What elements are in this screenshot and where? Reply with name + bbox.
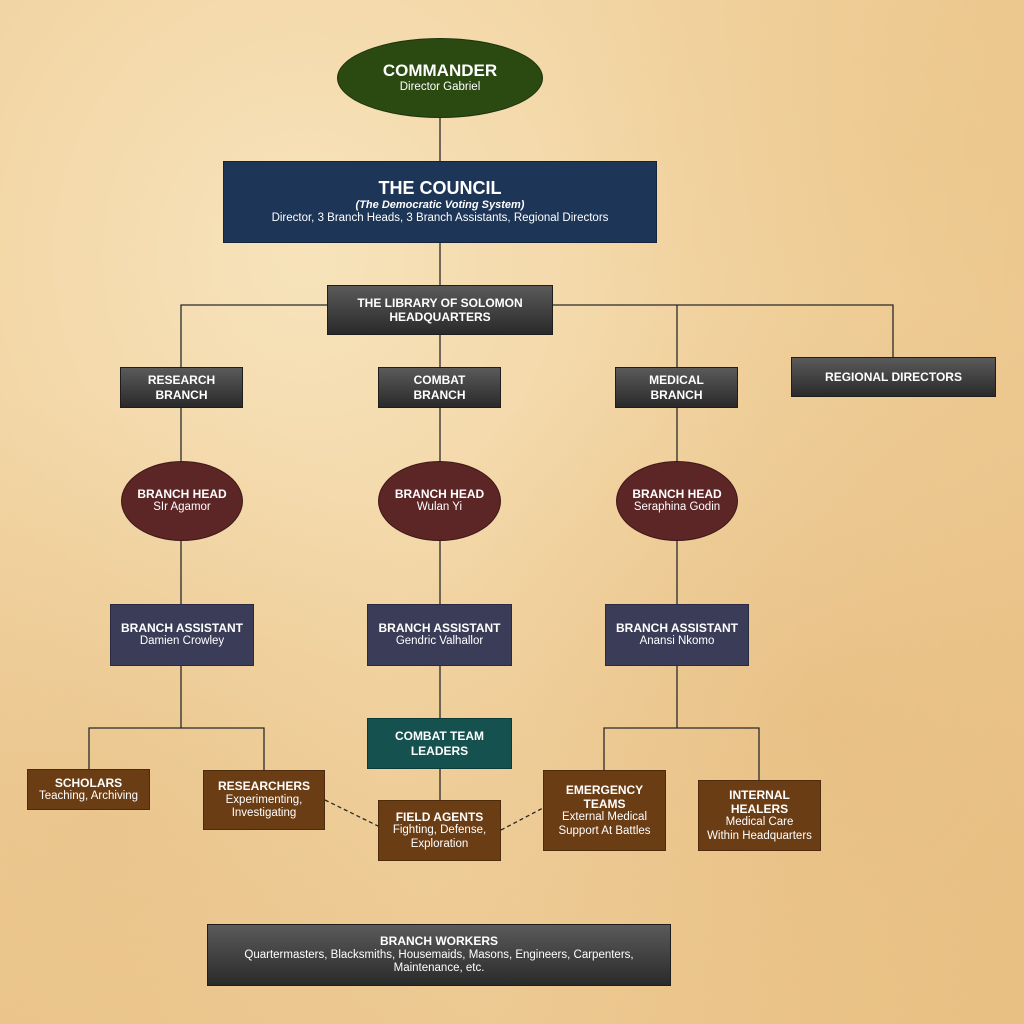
hq-node: THE LIBRARY OF SOLOMON HEADQUARTERS <box>327 285 553 335</box>
connector-hq-regional <box>552 304 894 357</box>
combat-assistant-node: BRANCH ASSISTANT Gendric Valhallor <box>367 604 512 666</box>
emergency-desc2: Support At Battles <box>558 824 651 837</box>
medical-branch-node: MEDICAL BRANCH <box>615 367 738 408</box>
combat-branch-node: COMBAT BRANCH <box>378 367 501 408</box>
branch-line2: BRANCH <box>650 387 703 402</box>
researchers-node: RESEARCHERS Experimenting, Investigating <box>203 770 325 830</box>
healers-desc1: Medical Care <box>725 816 794 829</box>
assistant-title: BRANCH ASSISTANT <box>121 621 243 636</box>
hq-line2: HEADQUARTERS <box>389 310 491 324</box>
head-name: Wulan Yi <box>416 501 463 514</box>
field-agents-desc1: Fighting, Defense, <box>392 824 487 837</box>
head-name: SIr Agamor <box>153 501 211 514</box>
branch-line1: RESEARCH <box>147 373 216 388</box>
connector-research-teams <box>88 727 265 770</box>
research-assistant-node: BRANCH ASSISTANT Damien Crowley <box>110 604 254 666</box>
emergency-line2: TEAMS <box>583 796 626 811</box>
researchers-title: RESEARCHERS <box>217 779 310 794</box>
assistant-title: BRANCH ASSISTANT <box>616 621 738 636</box>
hq-line1: THE LIBRARY OF SOLOMON <box>357 295 523 310</box>
combat-team-leaders-node: COMBAT TEAM LEADERS <box>367 718 512 769</box>
combat-leaders-line1: COMBAT TEAM <box>394 729 485 744</box>
healers-line2: HEALERS <box>730 801 789 816</box>
field-agents-node: FIELD AGENTS Fighting, Defense, Explorat… <box>378 800 501 861</box>
dashed-link-researchers-agents <box>324 799 379 827</box>
branch-workers-title: BRANCH WORKERS <box>380 934 498 949</box>
branch-line1: MEDICAL <box>649 373 704 388</box>
connector-medical-teams <box>603 727 760 780</box>
connector-hq-research <box>180 304 327 368</box>
emergency-teams-node: EMERGENCY TEAMS External Medical Support… <box>543 770 666 851</box>
head-title: BRANCH HEAD <box>394 487 485 502</box>
medical-head-node: BRANCH HEAD Seraphina Godin <box>616 461 738 541</box>
research-head-node: BRANCH HEAD SIr Agamor <box>121 461 243 541</box>
council-members: Director, 3 Branch Heads, 3 Branch Assis… <box>271 212 609 225</box>
branch-workers-desc2: Maintenance, etc. <box>393 962 485 975</box>
head-title: BRANCH HEAD <box>137 487 227 502</box>
healers-desc2: Within Headquarters <box>707 829 812 842</box>
branch-workers-node: BRANCH WORKERS Quartermasters, Blacksmit… <box>207 924 671 986</box>
head-name: Seraphina Godin <box>633 501 721 514</box>
assistant-name: Gendric Valhallor <box>395 635 484 648</box>
scholars-node: SCHOLARS Teaching, Archiving <box>27 769 150 810</box>
regional-directors-node: REGIONAL DIRECTORS <box>791 357 996 397</box>
emergency-line1: EMERGENCY <box>565 782 644 797</box>
researchers-desc1: Experimenting, <box>225 793 303 806</box>
dashed-link-agents-emergency <box>500 807 544 831</box>
combat-leaders-line2: LEADERS <box>410 743 469 758</box>
combat-head-node: BRANCH HEAD Wulan Yi <box>378 461 501 541</box>
council-subtitle: (The Democratic Voting System) <box>355 199 525 212</box>
commander-name: Director Gabriel <box>399 81 481 94</box>
emergency-desc1: External Medical <box>561 811 647 824</box>
head-title: BRANCH HEAD <box>632 487 722 502</box>
medical-assistant-node: BRANCH ASSISTANT Anansi Nkomo <box>605 604 749 666</box>
researchers-desc2: Investigating <box>231 807 297 820</box>
assistant-title: BRANCH ASSISTANT <box>378 621 501 636</box>
commander-title: COMMANDER <box>382 61 498 81</box>
assistant-name: Anansi Nkomo <box>639 635 715 648</box>
council-title: THE COUNCIL <box>378 178 502 199</box>
field-agents-title: FIELD AGENTS <box>395 809 484 824</box>
commander-node: COMMANDER Director Gabriel <box>337 38 543 118</box>
healers-line1: INTERNAL <box>729 787 790 802</box>
field-agents-desc2: Exploration <box>410 837 469 850</box>
internal-healers-node: INTERNAL HEALERS Medical Care Within Hea… <box>698 780 821 851</box>
branch-line2: BRANCH <box>155 387 208 402</box>
research-branch-node: RESEARCH BRANCH <box>120 367 243 408</box>
scholars-desc: Teaching, Archiving <box>38 789 139 802</box>
branch-line1: COMBAT <box>413 373 466 388</box>
council-node: THE COUNCIL (The Democratic Voting Syste… <box>223 161 657 243</box>
assistant-name: Damien Crowley <box>139 635 225 648</box>
scholars-title: SCHOLARS <box>54 775 123 790</box>
regional-directors-label: REGIONAL DIRECTORS <box>825 369 962 384</box>
branch-line2: BRANCH <box>413 387 466 402</box>
branch-workers-desc1: Quartermasters, Blacksmiths, Housemaids,… <box>244 948 634 961</box>
